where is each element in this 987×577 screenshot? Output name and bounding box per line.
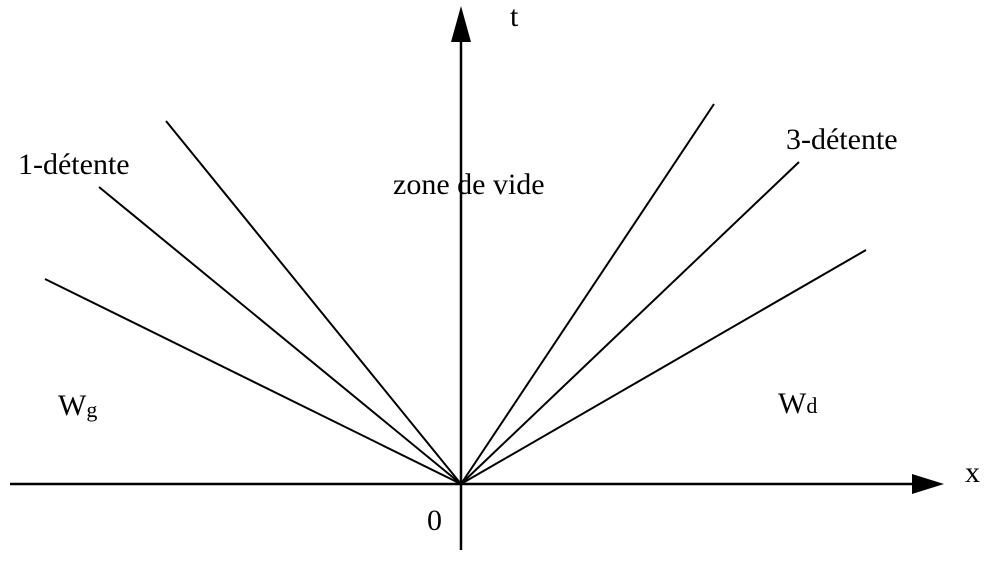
right-state-label: Wd: [778, 387, 817, 420]
right-state-main: W: [778, 387, 807, 420]
left-fan-line-2: [98, 186, 462, 485]
t-axis-arrowhead: [451, 6, 471, 42]
left-state-main: W: [58, 389, 87, 422]
x-axis-arrowhead: [912, 474, 944, 494]
x-axis-label: x: [965, 456, 980, 489]
left-fan-line-1: [165, 120, 462, 485]
right-fan-line-2: [460, 161, 800, 485]
right-state-sub: d: [806, 393, 817, 418]
origin-label: 0: [427, 504, 442, 537]
left-fan-line-3: [44, 278, 462, 485]
right-fan-line-1: [460, 103, 715, 485]
left-state-label: Wg: [58, 389, 97, 422]
t-axis-label: t: [510, 0, 519, 33]
right-fan-line-3: [460, 249, 867, 485]
left-state-sub: g: [86, 397, 97, 422]
wave-3-label: 3-détente: [786, 123, 898, 156]
vacuum-zone-label: zone de vide: [393, 168, 545, 201]
wave-1-label: 1-détente: [18, 148, 130, 181]
